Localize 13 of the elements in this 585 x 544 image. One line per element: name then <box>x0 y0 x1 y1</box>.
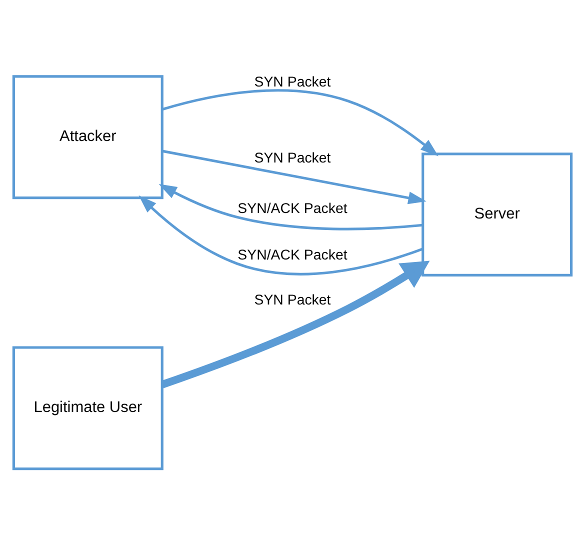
arrow <box>138 195 424 276</box>
node-box: Server <box>422 152 573 277</box>
node-box: Legitimate User <box>12 346 164 470</box>
arrow <box>158 184 423 230</box>
edge-label: SYN Packet <box>254 150 331 167</box>
edge-label: SYN Packet <box>254 74 331 91</box>
edge-label: SYN/ACK Packet <box>238 201 348 218</box>
edge-label: SYN Packet <box>254 292 331 309</box>
arrow <box>162 150 426 204</box>
arrow <box>161 260 430 388</box>
node-box: Attacker <box>12 75 164 200</box>
arrow <box>162 89 438 156</box>
edge-label: SYN/ACK Packet <box>238 247 348 264</box>
